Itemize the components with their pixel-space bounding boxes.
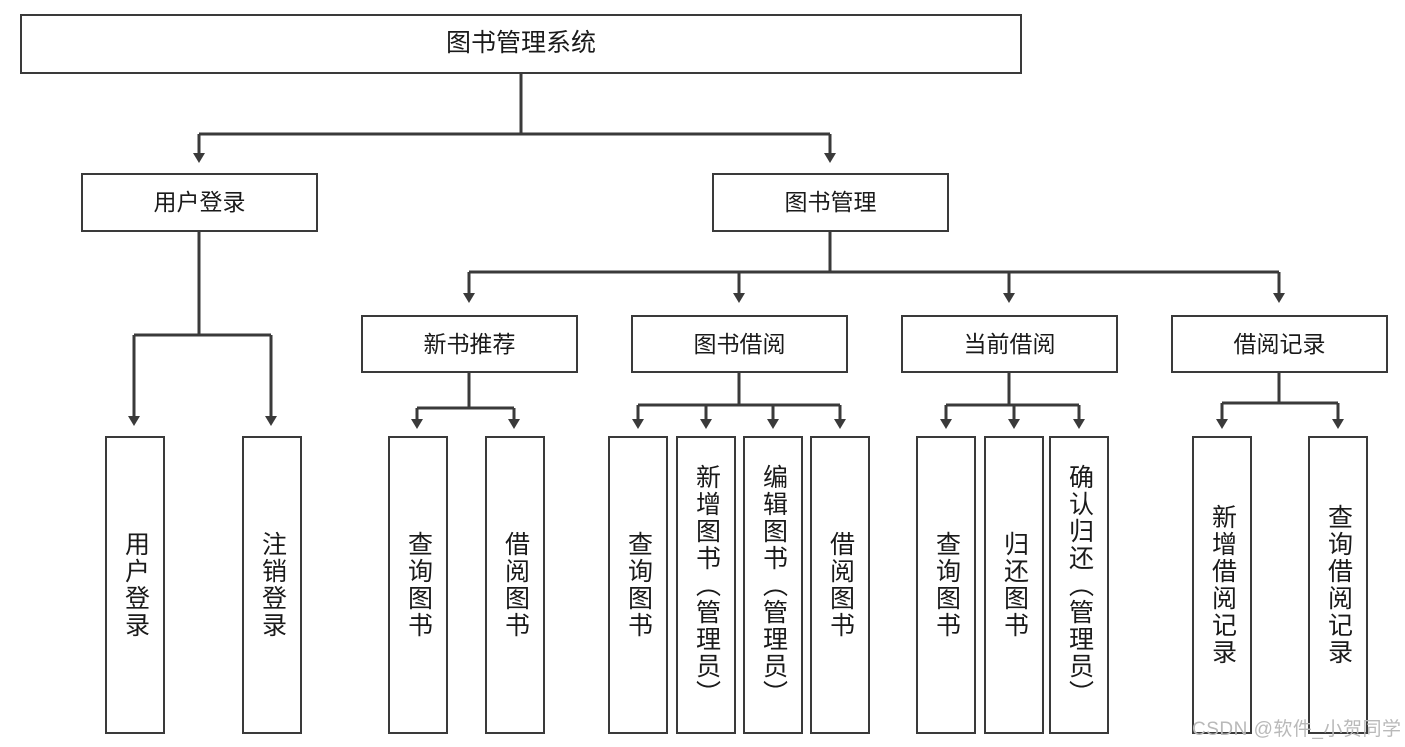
leaf-add-book[interactable]: 新增图书（管理员） bbox=[676, 436, 736, 734]
leaf-user-login-label: 用户登录 bbox=[121, 531, 150, 639]
csdn-watermark: CSDN @软件_小贺同学 bbox=[1192, 719, 1402, 740]
leaf-edit-book[interactable]: 编辑图书（管理员） bbox=[743, 436, 803, 734]
node-borrow-record[interactable]: 借阅记录 bbox=[1171, 315, 1388, 373]
node-root[interactable]: 图书管理系统 bbox=[20, 14, 1022, 74]
leaf-add-book-label: 新增图书（管理员） bbox=[692, 463, 721, 707]
leaf-borrow-book-2-label: 借阅图书 bbox=[826, 531, 855, 639]
leaf-user-logout[interactable]: 注销登录 bbox=[242, 436, 302, 734]
leaf-query-book-2[interactable]: 查询图书 bbox=[608, 436, 668, 734]
leaf-confirm-return-label: 确认归还（管理员） bbox=[1065, 463, 1094, 707]
leaf-query-record[interactable]: 查询借阅记录 bbox=[1308, 436, 1368, 734]
node-borrow-record-label: 借阅记录 bbox=[1233, 330, 1326, 357]
leaf-return-book-label: 归还图书 bbox=[1000, 531, 1029, 639]
node-book-borrow-label: 图书借阅 bbox=[693, 330, 786, 357]
leaf-add-record[interactable]: 新增借阅记录 bbox=[1192, 436, 1252, 734]
leaf-borrow-book-2[interactable]: 借阅图书 bbox=[810, 436, 870, 734]
node-current-borrow-label: 当前借阅 bbox=[963, 330, 1056, 357]
leaf-add-record-label: 新增借阅记录 bbox=[1208, 504, 1237, 666]
leaf-query-book-3[interactable]: 查询图书 bbox=[916, 436, 976, 734]
leaf-confirm-return[interactable]: 确认归还（管理员） bbox=[1049, 436, 1109, 734]
leaf-user-login[interactable]: 用户登录 bbox=[105, 436, 165, 734]
leaf-borrow-book-1[interactable]: 借阅图书 bbox=[485, 436, 545, 734]
leaf-query-book-1[interactable]: 查询图书 bbox=[388, 436, 448, 734]
leaf-query-book-3-label: 查询图书 bbox=[932, 531, 961, 639]
node-user-login[interactable]: 用户登录 bbox=[81, 173, 318, 232]
node-current-borrow[interactable]: 当前借阅 bbox=[901, 315, 1118, 373]
node-new-book-recommend-label: 新书推荐 bbox=[423, 330, 516, 357]
node-new-book-recommend[interactable]: 新书推荐 bbox=[361, 315, 578, 373]
leaf-edit-book-label: 编辑图书（管理员） bbox=[759, 463, 788, 707]
leaf-query-book-1-label: 查询图书 bbox=[404, 531, 433, 639]
leaf-query-book-2-label: 查询图书 bbox=[624, 531, 653, 639]
node-root-label: 图书管理系统 bbox=[445, 29, 596, 58]
node-book-manage-label: 图书管理 bbox=[784, 189, 877, 216]
node-book-manage[interactable]: 图书管理 bbox=[712, 173, 949, 232]
leaf-query-record-label: 查询借阅记录 bbox=[1324, 504, 1353, 666]
leaf-user-logout-label: 注销登录 bbox=[258, 531, 287, 639]
leaf-return-book[interactable]: 归还图书 bbox=[984, 436, 1044, 734]
node-book-borrow[interactable]: 图书借阅 bbox=[631, 315, 848, 373]
node-user-login-label: 用户登录 bbox=[153, 189, 246, 216]
leaf-borrow-book-1-label: 借阅图书 bbox=[501, 531, 530, 639]
